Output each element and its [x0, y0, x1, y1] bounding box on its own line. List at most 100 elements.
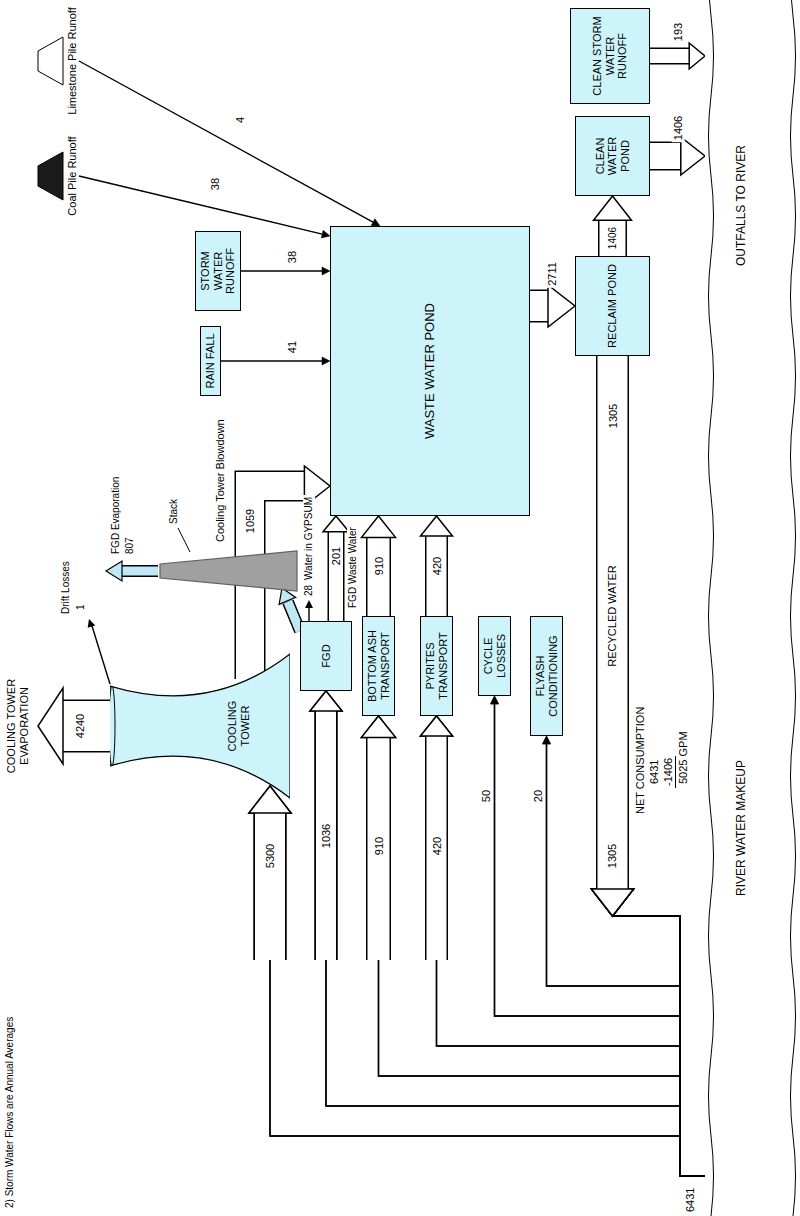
- arrow-head: [592, 889, 634, 916]
- flow-band-fill: [598, 356, 628, 889]
- flow-band-outline: [328, 532, 345, 621]
- node-text: COOLING TOWER: [226, 681, 251, 771]
- gypsum-arrow: [308, 607, 309, 621]
- flow-band-fill: [427, 736, 447, 960]
- flow-band-fill: [427, 736, 447, 960]
- flow-value: 4240: [74, 712, 87, 740]
- node-text: CLEAN STORM WATER RUNOFF: [591, 13, 629, 99]
- node-text: BOTTOM ASH TRANSPORT: [366, 621, 391, 711]
- net-consumption: -1406: [662, 756, 676, 788]
- flow-connector: [594, 196, 632, 256]
- flow-value: 38: [209, 176, 222, 192]
- pond-box: WASTE WATER POND: [330, 226, 530, 516]
- pond-box: CLEAN WATER POND: [575, 116, 650, 196]
- arrow-head: [592, 889, 634, 916]
- flow-connector: [362, 516, 396, 616]
- flow-connector: [421, 516, 453, 616]
- cooling-tower: COOLING TOWER: [110, 646, 290, 806]
- flow-band-fill: [598, 356, 628, 889]
- note: 2) Storm Water Flows are Annual Averages: [4, 1015, 16, 1210]
- arrow-head: [321, 230, 330, 238]
- flow-band-fill: [316, 711, 336, 960]
- flow-line: [79, 176, 322, 234]
- flow-caption: Water in GYPSUM: [303, 495, 315, 582]
- flow-value: 201: [330, 545, 343, 567]
- net-consumption: 5025 GPM: [677, 729, 690, 786]
- flow-band-outline: [650, 48, 689, 65]
- source-box: CLEAN STORM WATER RUNOFF: [570, 8, 650, 104]
- pond-box: RECLAIM POND: [575, 256, 650, 356]
- flow-value: 1305: [606, 842, 619, 870]
- flow-band-outline: [650, 142, 681, 171]
- flow-band-fill: [255, 813, 285, 960]
- process-box: BOTTOM ASH TRANSPORT: [362, 616, 395, 716]
- flow-line: [437, 916, 681, 1046]
- arrow-head: [362, 516, 396, 537]
- flow-band-outline: [598, 220, 627, 256]
- flow-value: 1406: [607, 225, 619, 251]
- fgd-evaporation-arrow-fill: [122, 567, 158, 576]
- flow-value: 41: [286, 339, 299, 355]
- flow-line: [241, 270, 322, 271]
- node-text: CLEAN WATER POND: [594, 121, 632, 191]
- flow-band-fill: [598, 356, 628, 889]
- fgd-evaporation-arrow-outline: [122, 565, 158, 577]
- flow-band-fill: [368, 737, 390, 960]
- stack-leader: [178, 528, 190, 552]
- flow-value: 50: [479, 788, 492, 804]
- arrow-head: [310, 691, 342, 711]
- evaporation-arrow-outline: [62, 700, 110, 753]
- flow-band-outline: [315, 711, 338, 960]
- flow-line: [326, 960, 705, 1176]
- flow-band-outline: [366, 737, 391, 960]
- drift-arrow: [92, 626, 110, 684]
- arrow-head: [421, 716, 453, 736]
- limestone-pile: Limestone Pile Runoff: [36, 1, 79, 121]
- arrow-head: [371, 219, 380, 226]
- flow-band-fill: [598, 356, 628, 889]
- flow-caption: FGD Evaporation: [110, 475, 122, 556]
- river-band: RIVER WATER MAKEUP OUTFALLS TO RIVER: [705, 0, 800, 1216]
- arrow-head: [592, 889, 634, 916]
- arrow-head: [592, 889, 634, 916]
- flow-value: 28: [303, 583, 315, 598]
- flow-caption: Cooling Tower Blowdown: [214, 417, 227, 544]
- gypsum-arrow-head: [305, 600, 313, 608]
- flow-value: 910: [372, 555, 385, 577]
- fgd-evaporation-arrow-head: [106, 561, 122, 581]
- stack-shape: [160, 551, 297, 591]
- arrow-head: [592, 889, 634, 916]
- flow-value: 420: [430, 835, 443, 857]
- node-text: OUTFALLS TO RIVER: [735, 145, 749, 266]
- flow-value: 193: [672, 21, 685, 43]
- flow-connector: [241, 267, 330, 275]
- arrow-head: [322, 357, 330, 365]
- flow-band-fill: [598, 356, 628, 889]
- arrow-head: [681, 137, 705, 175]
- flow-band-fill: [530, 291, 548, 321]
- flow-band-fill: [329, 532, 343, 621]
- flow-line: [547, 744, 681, 986]
- flow-band-outline: [254, 813, 287, 960]
- flow-value: 1036: [320, 822, 333, 850]
- node-text: RIVER WATER MAKEUP: [735, 760, 749, 896]
- flow-value: 4: [234, 115, 247, 125]
- river-waves: [705, 0, 800, 1216]
- flow-value: 910: [372, 835, 385, 857]
- net-consumption: NET CONSUMPTION: [634, 705, 647, 816]
- flow-band-outline: [596, 356, 629, 889]
- arrow-head: [322, 267, 330, 275]
- flow-band-outline: [596, 356, 629, 889]
- flow-line: [379, 960, 706, 1176]
- node-text: RAIN FALL: [204, 333, 217, 388]
- flow-line: [79, 61, 373, 222]
- arrow-head: [543, 736, 551, 744]
- drift-arrow-head: [88, 619, 96, 628]
- flow-caption: Drift Losses: [60, 559, 72, 616]
- flow-band-outline: [315, 711, 338, 960]
- flow-connector: [323, 516, 349, 621]
- pile-outline: [36, 148, 64, 204]
- flow-band-outline: [366, 737, 391, 960]
- flow-value: 807: [124, 535, 136, 556]
